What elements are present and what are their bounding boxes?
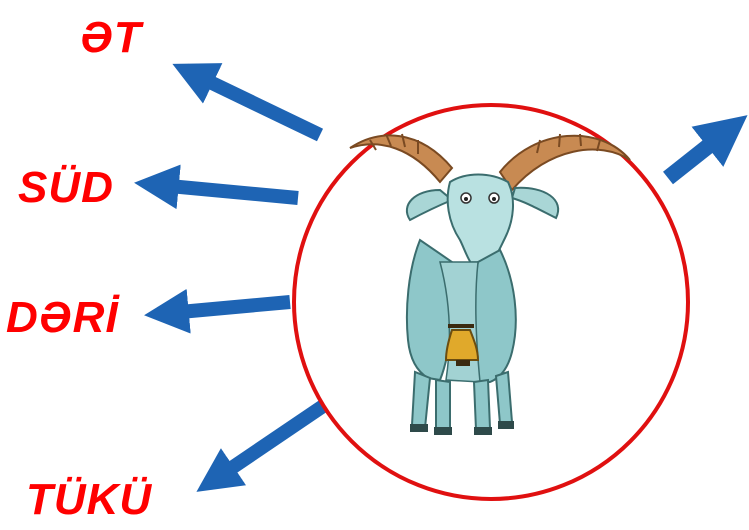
goat-illustration [349, 133, 631, 435]
label-meat: ƏT [80, 13, 142, 62]
arrow-hair [196, 394, 336, 492]
arrow-more [663, 115, 748, 185]
arrow-meat [172, 63, 324, 142]
label-milk: SÜD [18, 163, 114, 212]
arrow-skin [144, 288, 291, 334]
label-hair: TÜKÜ [26, 475, 153, 524]
arrow-milk [134, 164, 299, 210]
label-skin: DƏRİ [6, 293, 119, 342]
